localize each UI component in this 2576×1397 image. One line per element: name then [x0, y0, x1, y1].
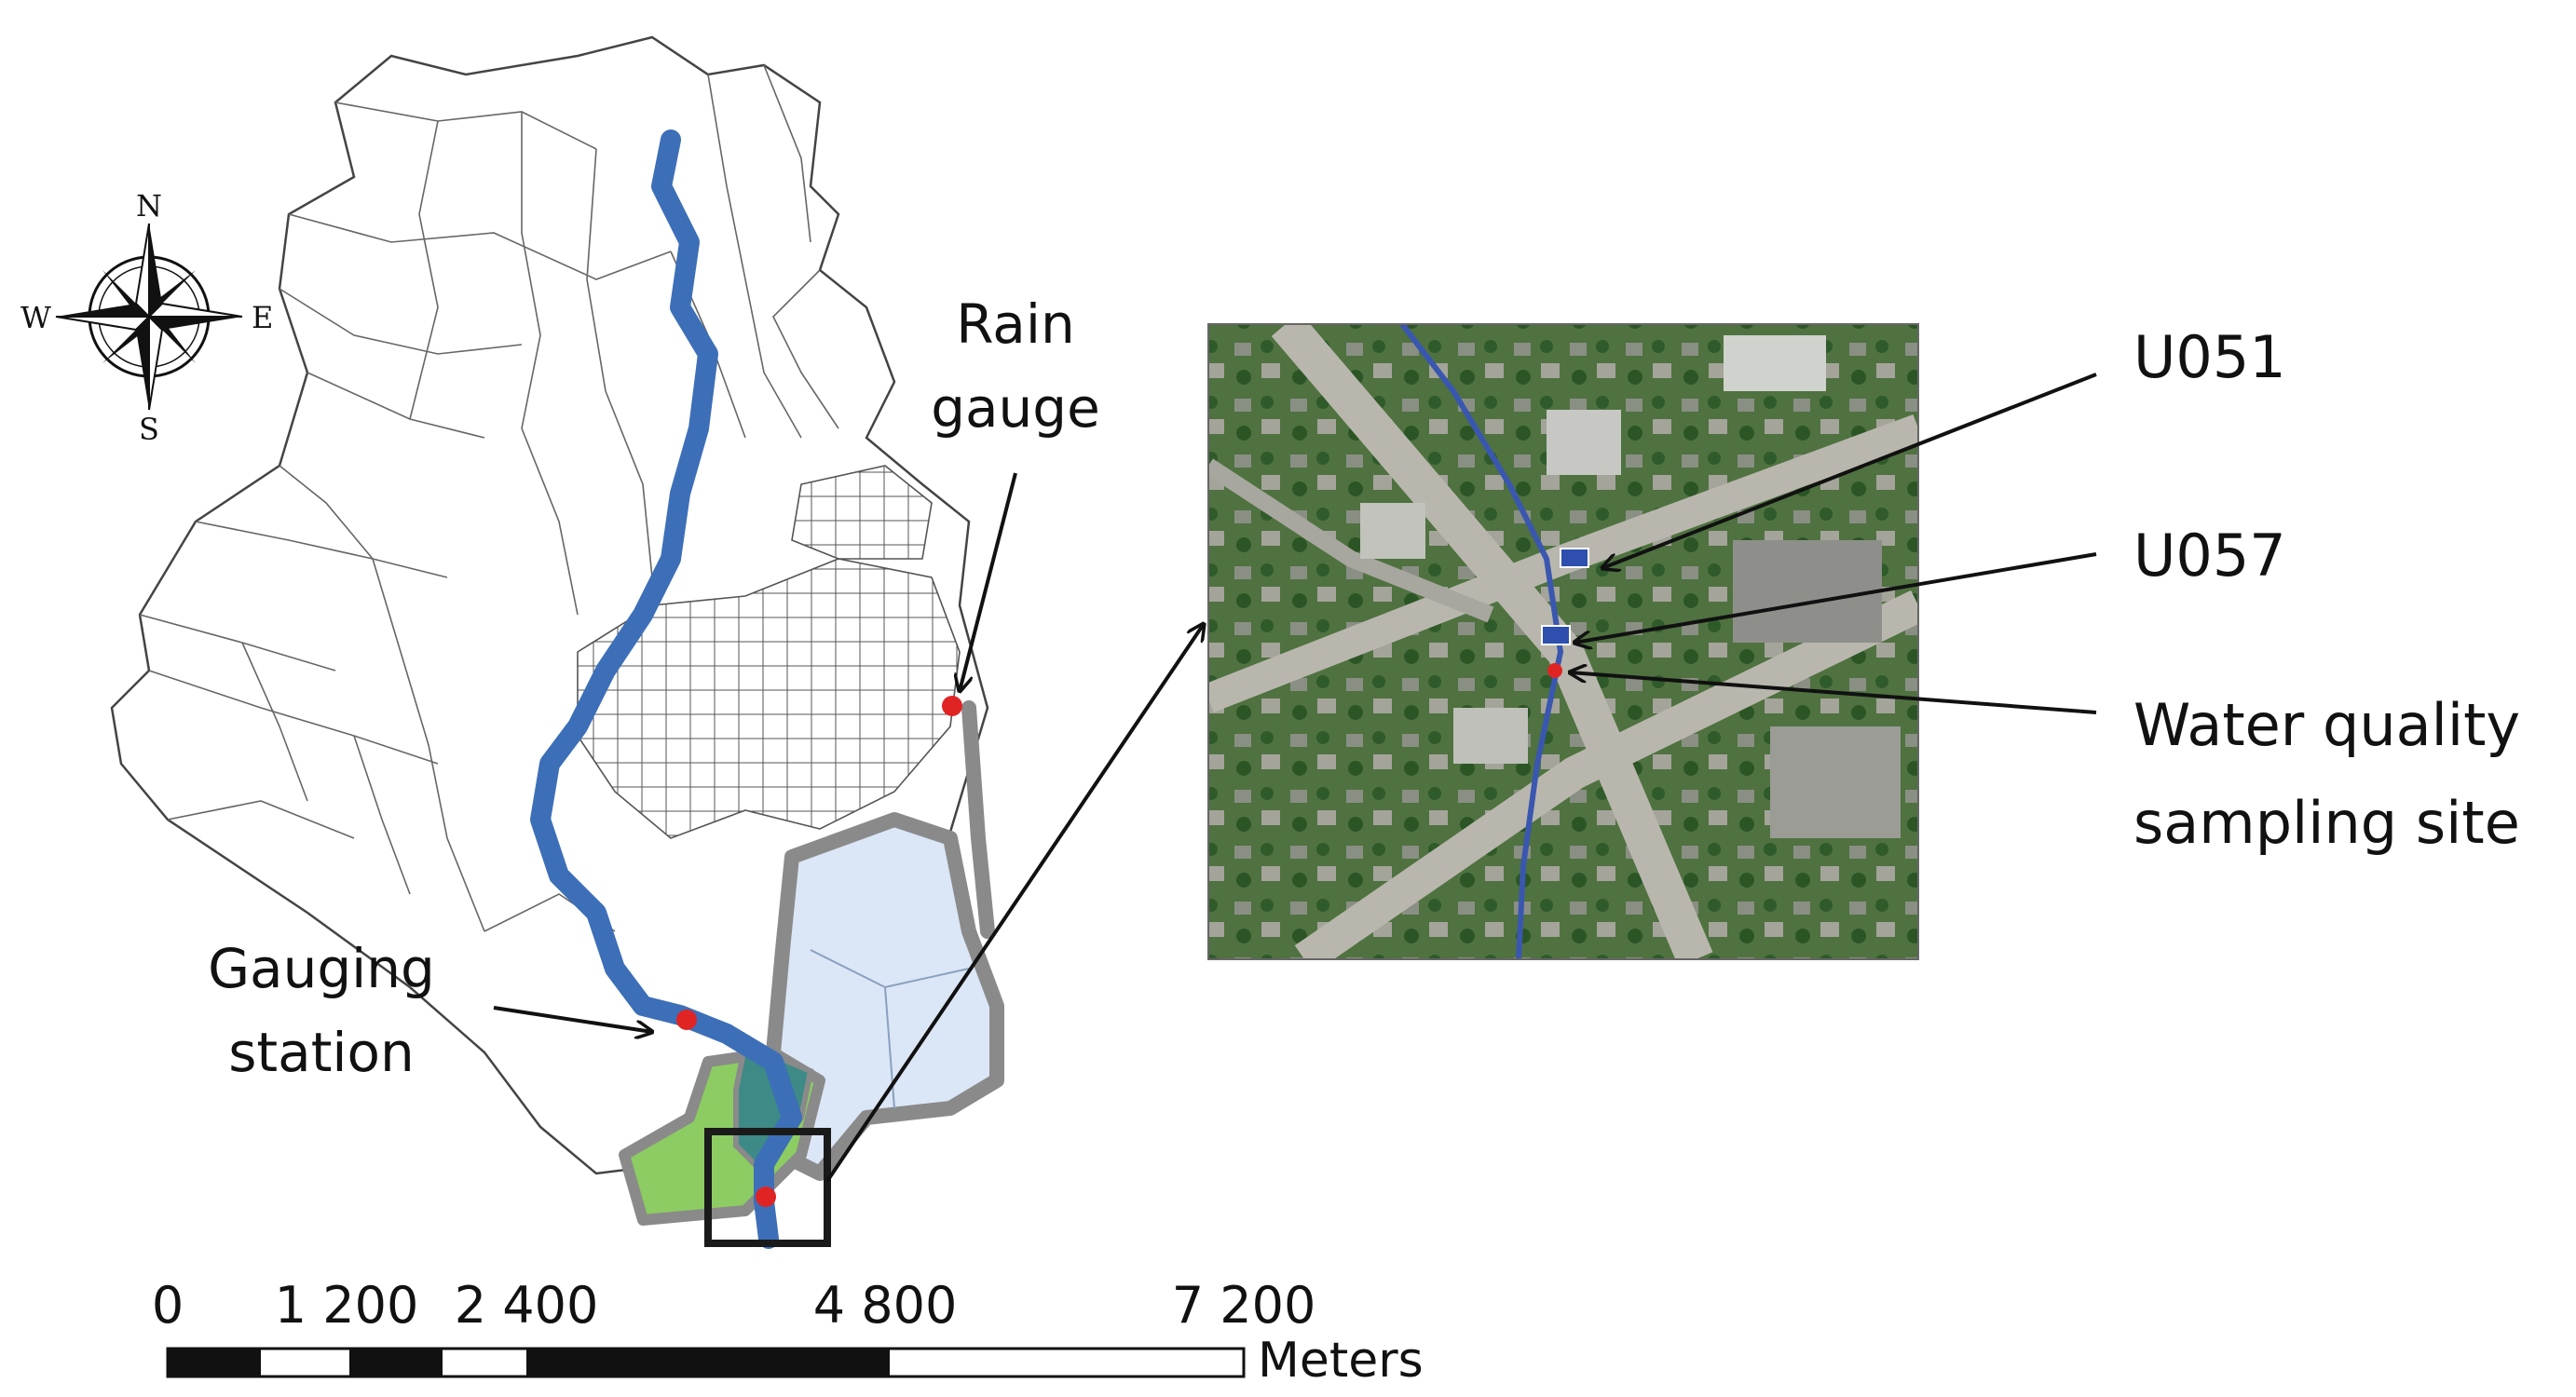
- scale-tick-label: 0: [152, 1276, 184, 1335]
- u057-arrow: [1574, 552, 2097, 643]
- sampling-site-marker: [756, 1187, 776, 1207]
- u051-station-icon: [1560, 548, 1589, 568]
- aerial-building: [1724, 335, 1826, 391]
- aerial-road: [1271, 324, 1713, 959]
- gauging-station-label: Gauging: [208, 937, 435, 1000]
- wq-site-marker: [1547, 663, 1562, 678]
- gauging-station-marker: [676, 1010, 697, 1030]
- aerial-road: [1294, 590, 1918, 959]
- aerial-stream: [1399, 324, 1564, 959]
- wq-site-arrow: [1570, 672, 2097, 714]
- urban-parcel-grid: [791, 465, 933, 560]
- inset-location-box: [704, 1128, 831, 1247]
- scale-bar-segment: [526, 1349, 890, 1377]
- inset-connector-arrow: [825, 624, 1204, 1183]
- parcel-lines: [139, 64, 839, 932]
- compass-north-label: N: [136, 188, 162, 224]
- gray-buffer-strip: [961, 700, 995, 939]
- u057-station-icon: [1541, 625, 1571, 645]
- wq-site-label: Water quality: [2133, 691, 2520, 759]
- inset-frame: [1207, 323, 1919, 960]
- scale-bar: 0 1 200 2 400 4 800 7 200 Meters: [152, 1276, 1424, 1389]
- gauging-station-label: station: [228, 1021, 415, 1084]
- aerial-building: [1453, 708, 1528, 764]
- scale-tick-label: 4 800: [813, 1276, 958, 1335]
- scale-bar-segment: [349, 1349, 443, 1377]
- wq-site-label: sampling site: [2133, 789, 2520, 857]
- gauging-station-arrow: [493, 1006, 652, 1032]
- rain-gauge-label: gauge: [931, 376, 1100, 440]
- scale-tick-label: 7 200: [1172, 1276, 1316, 1335]
- inset-aerial-photo: [1208, 324, 1918, 959]
- lightblue-zone-divider: [810, 949, 970, 1109]
- rain-gauge-arrow: [960, 472, 1017, 691]
- aerial-building: [1547, 410, 1621, 475]
- aerial-parking-lot: [1733, 540, 1882, 643]
- watershed-map: [110, 35, 1004, 1249]
- aerial-road: [1208, 458, 1494, 623]
- compass-rose-icon: N S E W: [20, 188, 273, 447]
- aerial-building: [1360, 503, 1425, 559]
- u051-arrow: [1602, 373, 2097, 568]
- scale-bar-segment: [168, 1349, 261, 1377]
- u057-label: U057: [2133, 522, 2286, 590]
- river: [530, 129, 802, 1249]
- compass-south-label: S: [139, 412, 159, 447]
- compass-west-label: W: [20, 300, 51, 335]
- rain-gauge-marker: [942, 696, 962, 716]
- compass-east-label: E: [252, 300, 273, 335]
- urban-parcel-grid: [577, 558, 961, 839]
- u051-label: U051: [2133, 323, 2286, 391]
- scale-tick-label: 2 400: [455, 1276, 599, 1335]
- scale-tick-label: 1 200: [275, 1276, 419, 1335]
- aerial-parking-lot: [1770, 726, 1901, 838]
- scale-unit-label: Meters: [1258, 1333, 1424, 1389]
- rain-gauge-label: Rain: [956, 292, 1074, 356]
